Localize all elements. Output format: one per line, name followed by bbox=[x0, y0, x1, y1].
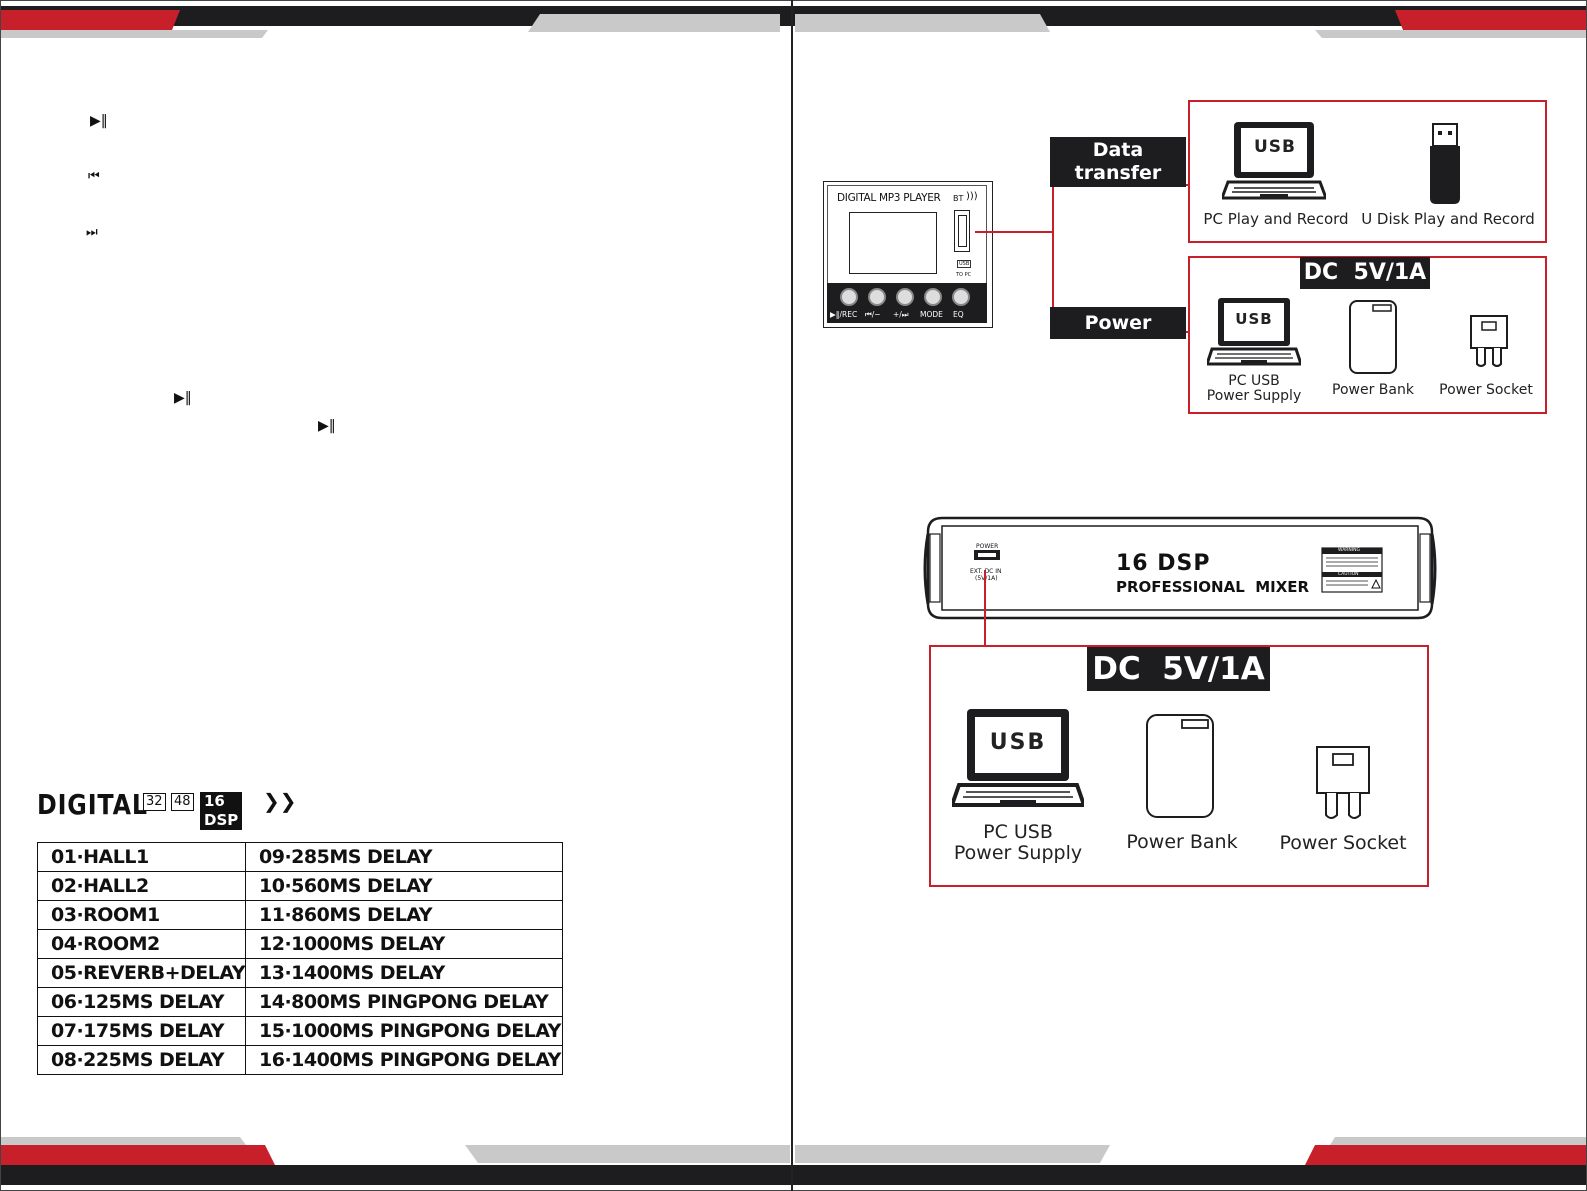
to-pc-label: TO PC bbox=[956, 272, 972, 278]
bluetooth-icon: ))) bbox=[966, 191, 978, 202]
top-decor-band bbox=[0, 6, 1587, 38]
mixer-caution-label: CAUTION bbox=[1338, 572, 1359, 577]
mp3-button-prev[interactable] bbox=[868, 288, 886, 306]
effect-cell-left: 03·ROOM1 bbox=[37, 900, 246, 930]
dc-5v-1a-tag: DC 5V/1A bbox=[1300, 257, 1430, 289]
effect-cell-left: 04·ROOM2 bbox=[37, 929, 246, 959]
laptop-icon bbox=[1222, 122, 1326, 200]
mp3-button-label: ▶‖/REC bbox=[830, 310, 858, 319]
pc-usb-power-caption-2: Power Supply bbox=[953, 842, 1083, 864]
data-transfer-tag: Data transfer and record bbox=[1050, 137, 1186, 207]
usb-disk-icon bbox=[1430, 123, 1460, 204]
laptop-icon bbox=[952, 709, 1084, 807]
pc-usb-power-caption: PC USB bbox=[1228, 373, 1280, 389]
mp3-player-title: DIGITAL MP3 PLAYER bbox=[837, 192, 941, 204]
bluetooth-label: BT bbox=[953, 194, 964, 203]
mixer-usb-port-icon bbox=[974, 550, 1000, 560]
pc-play-record-caption: PC Play and Record bbox=[1203, 210, 1349, 228]
usb-port-icon bbox=[954, 210, 970, 252]
effect-cell-left: 05·REVERB+DELAY bbox=[37, 958, 246, 988]
effect-cell-right: 12·1000MS DELAY bbox=[245, 929, 563, 959]
effect-cell-left: 01·HALL1 bbox=[37, 842, 246, 872]
effect-cell-right: 10·560MS DELAY bbox=[245, 871, 563, 901]
connector-line-mixer bbox=[984, 570, 986, 645]
logo-badge-48: 48 bbox=[171, 793, 194, 811]
laptop-usb-label: USB bbox=[1235, 310, 1273, 328]
power-bank-caption: Power Bank bbox=[1126, 831, 1238, 853]
power-socket-icon bbox=[1470, 315, 1508, 367]
mixer-ext-dc-label-2: (5V/1A) bbox=[975, 575, 998, 582]
effect-cell-right: 16·1400MS PINGPONG DELAY bbox=[245, 1045, 563, 1075]
laptop-usb-label: USB bbox=[989, 730, 1047, 755]
udisk-play-record-caption: U Disk Play and Record bbox=[1361, 210, 1535, 228]
mixer-subtitle: PROFESSIONAL MIXER bbox=[1116, 578, 1310, 596]
pc-usb-power-caption-2: Power Supply bbox=[1206, 388, 1302, 404]
effect-cell-right: 13·1400MS DELAY bbox=[245, 958, 563, 988]
mp3-display-screen bbox=[849, 212, 937, 274]
mp3-button-label: +/⏭ bbox=[893, 310, 909, 319]
mp3-button-mode[interactable] bbox=[924, 288, 942, 306]
effect-cell-left: 07·175MS DELAY bbox=[37, 1016, 246, 1046]
effect-cell-left: 08·225MS DELAY bbox=[37, 1045, 246, 1075]
data-transfer-box bbox=[1188, 100, 1547, 243]
laptop-usb-label: USB bbox=[1253, 137, 1296, 157]
mixer-title: 16 DSP bbox=[1116, 551, 1211, 576]
logo-digital-word: DIGITAL bbox=[37, 788, 148, 821]
mixer-warning-label: WARNING bbox=[1338, 548, 1360, 553]
mp3-button-eq[interactable] bbox=[952, 288, 970, 306]
play-pause-icon: ▶‖ bbox=[174, 390, 192, 406]
effect-cell-right: 15·1000MS PINGPONG DELAY bbox=[245, 1016, 563, 1046]
play-pause-icon: ▶‖ bbox=[90, 113, 108, 129]
mp3-control-strip: ▶‖/REC ⏮/− +/⏭ MODE EQ bbox=[827, 283, 987, 323]
previous-track-icon: ⏮ bbox=[88, 169, 100, 184]
bottom-decor-band bbox=[0, 1137, 1587, 1185]
mp3-button-label: EQ bbox=[953, 310, 964, 319]
logo-arrows-icon: ❯❯ bbox=[263, 789, 297, 813]
data-transfer-line-1: Data transfer bbox=[1074, 139, 1162, 184]
logo-badge-dsp: 16 DSP bbox=[200, 792, 243, 830]
logo-badge-32: 32 bbox=[143, 793, 166, 811]
power-socket-icon bbox=[1316, 746, 1370, 819]
play-pause-icon: ▶‖ bbox=[318, 418, 336, 434]
mp3-button-play[interactable] bbox=[840, 288, 858, 306]
effect-cell-left: 06·125MS DELAY bbox=[37, 987, 246, 1017]
mixer-power-box bbox=[929, 645, 1429, 887]
dc-5v-1a-tag: DC 5V/1A bbox=[1087, 647, 1270, 691]
power-bank-caption: Power Bank bbox=[1332, 382, 1414, 398]
effect-cell-left: 02·HALL2 bbox=[37, 871, 246, 901]
mp3-button-label: MODE bbox=[920, 310, 943, 319]
effect-cell-right: 14·800MS PINGPONG DELAY bbox=[245, 987, 563, 1017]
page-spine bbox=[791, 0, 793, 1191]
data-transfer-line-2: and record bbox=[1059, 185, 1177, 207]
pc-usb-power-caption: PC USB bbox=[983, 821, 1053, 843]
effect-cell-right: 11·860MS DELAY bbox=[245, 900, 563, 930]
effect-cell-right: 09·285MS DELAY bbox=[245, 842, 563, 872]
power-socket-caption: Power Socket bbox=[1439, 382, 1533, 398]
power-socket-caption: Power Socket bbox=[1279, 832, 1407, 854]
mp3-player-panel: DIGITAL MP3 PLAYER BT ))) USB TO PC ▶‖/R… bbox=[823, 181, 993, 328]
next-track-icon: ⏭ bbox=[86, 225, 98, 240]
mp3-button-next[interactable] bbox=[896, 288, 914, 306]
usb-label: USB bbox=[957, 260, 972, 268]
laptop-icon bbox=[1207, 298, 1301, 366]
mp3-button-label: ⏮/− bbox=[865, 310, 881, 319]
mixer-power-label: POWER bbox=[976, 543, 999, 550]
power-bank-icon bbox=[1349, 300, 1397, 374]
power-supply-tag: Power supply bbox=[1050, 307, 1186, 366]
mixer-rear-panel bbox=[923, 516, 1437, 620]
power-bank-icon bbox=[1146, 714, 1214, 818]
